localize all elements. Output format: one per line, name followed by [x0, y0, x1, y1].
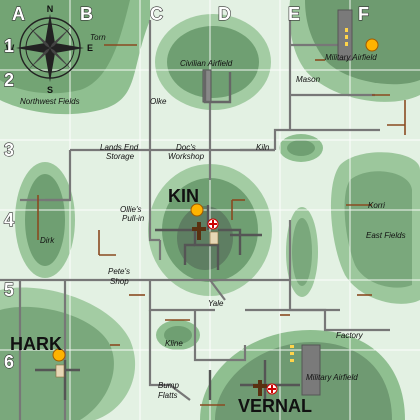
- runway-lights-icon: [290, 28, 348, 362]
- grid-col-e: E: [288, 4, 300, 24]
- grid-column-labels: A B C D E F: [11, 3, 369, 24]
- kin-roads: [155, 205, 262, 270]
- grid-row-5: 5: [4, 280, 14, 300]
- label-petes-line2: Shop: [110, 277, 129, 286]
- label-korri: Korri: [368, 201, 385, 210]
- grid-col-f: F: [358, 4, 369, 24]
- label-east-fields: East Fields: [366, 231, 406, 240]
- compass-e: E: [87, 43, 93, 53]
- town-kin: KIN: [168, 186, 199, 206]
- road-network: [0, 20, 390, 420]
- label-ollies-line1: Ollie's: [120, 205, 142, 214]
- grid-row-6: 6: [4, 352, 14, 372]
- hospital-icon: [207, 218, 278, 395]
- grid-row-2: 2: [4, 70, 14, 90]
- label-dirk: Dirk: [40, 236, 55, 245]
- label-kiln: Kiln: [256, 143, 270, 152]
- label-docs-line1: Doc's: [176, 143, 196, 152]
- town-labels: KIN HARK VERNAL: [10, 186, 312, 416]
- building-blocks: [55, 231, 219, 378]
- label-civilian-airfield: Civilian Airfield: [180, 59, 233, 68]
- label-bump-line2: Flatts: [158, 391, 178, 400]
- label-torn: Torn: [90, 33, 106, 42]
- grid-col-b: B: [80, 4, 93, 24]
- label-olke: Olke: [150, 97, 167, 106]
- town-hark: HARK: [10, 334, 62, 354]
- label-petes-line1: Pete's: [108, 267, 130, 276]
- grid-row-1: 1: [4, 36, 14, 56]
- grid-col-c: C: [150, 4, 163, 24]
- compass-s: S: [47, 85, 53, 95]
- place-labels: Torn Northwest Fields Olke Civilian Airf…: [20, 33, 406, 400]
- label-military-airfield-f1: Military Airfield: [325, 53, 377, 62]
- label-ollies-line2: Pull-in: [122, 214, 145, 223]
- compass-rose-icon: N S E W: [6, 4, 93, 95]
- label-lands-end-line2: Storage: [106, 152, 135, 161]
- label-factory: Factory: [336, 331, 364, 340]
- label-northwest-fields: Northwest Fields: [20, 97, 80, 106]
- town-vernal: VERNAL: [238, 396, 312, 416]
- label-kline: Kline: [165, 339, 183, 348]
- church-cross-icon: [192, 222, 267, 396]
- grid-row-labels: 1 2 3 4 5 6: [3, 35, 14, 372]
- label-yale: Yale: [208, 299, 224, 308]
- foot-paths: [37, 44, 406, 406]
- grid-col-a: A: [12, 4, 25, 24]
- compass-w: W: [6, 43, 15, 53]
- label-mason: Mason: [296, 75, 321, 84]
- grid-col-d: D: [218, 4, 231, 24]
- label-military-airfield-f6: Military Airfield: [306, 373, 358, 382]
- grid-row-4: 4: [4, 210, 14, 230]
- label-docs-line2: Workshop: [168, 152, 205, 161]
- grid-row-3: 3: [4, 140, 14, 160]
- label-bump-line1: Bump: [158, 381, 179, 390]
- compass-n: N: [47, 4, 54, 14]
- label-lands-end-line1: Lands End: [100, 143, 139, 152]
- fuel-icon: [52, 38, 379, 362]
